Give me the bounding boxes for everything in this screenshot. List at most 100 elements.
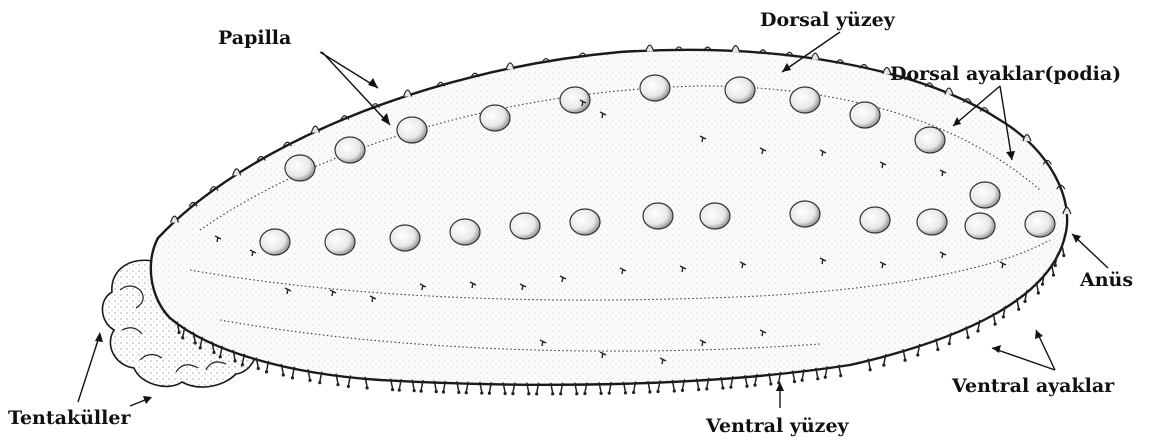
tube-foot-tip xyxy=(465,391,468,394)
tubercle xyxy=(965,213,995,239)
tube-foot-tip xyxy=(527,392,530,395)
tube-foot-tip xyxy=(398,389,401,392)
tubercle xyxy=(643,203,673,229)
tube-foot-tip xyxy=(559,392,562,395)
tubercle xyxy=(1025,211,1055,237)
label-ventral-feet: Ventral ayaklar xyxy=(951,375,1115,397)
tube-foot-tip xyxy=(583,392,586,395)
tube-foot-tip xyxy=(391,388,394,391)
tubercle xyxy=(970,182,1000,208)
tubercle xyxy=(285,155,315,181)
tube-foot-tip xyxy=(233,359,236,362)
tube-foot-tip xyxy=(282,373,285,376)
tube-foot xyxy=(1062,244,1064,254)
tube-foot-tip xyxy=(697,388,700,391)
tubercle xyxy=(850,102,880,128)
tube-foot-tip xyxy=(994,323,997,326)
papilla-mark xyxy=(311,126,319,133)
tubercle xyxy=(570,209,600,235)
tubercle xyxy=(450,219,480,245)
label-dorsal-surface: Dorsal yüzey xyxy=(760,9,896,31)
tube-foot-tip xyxy=(257,367,260,370)
tube-foot-tip xyxy=(194,341,197,344)
tube-foot-tip xyxy=(948,342,951,345)
label-anus: Anüs xyxy=(1079,269,1133,291)
tube-foot-tip xyxy=(1041,283,1044,286)
tube-foot-tip xyxy=(535,392,538,395)
tubercle xyxy=(917,209,947,235)
tube-foot-tip xyxy=(753,384,756,387)
tube-foot-tip xyxy=(1023,300,1026,303)
tube-foot-tip xyxy=(457,391,460,394)
pointer-tentacles xyxy=(78,334,100,402)
tube-foot-tip xyxy=(504,392,507,395)
tube-foot-tip xyxy=(966,336,969,339)
tube-foot-tip xyxy=(721,386,724,389)
tube-foot-tip xyxy=(599,392,602,395)
tube-foot-tip xyxy=(177,331,180,334)
tube-foot-tip xyxy=(705,387,708,390)
tubercle xyxy=(860,207,890,233)
tube-foot-tip xyxy=(793,380,796,383)
tubercle xyxy=(915,127,945,153)
papilla-mark xyxy=(506,63,514,70)
tube-foot-tip xyxy=(769,382,772,385)
tube-foot-tip xyxy=(488,392,491,395)
tubercle xyxy=(335,137,365,163)
tube-foot-tip xyxy=(435,390,438,393)
tube-foot-tip xyxy=(347,385,350,388)
tubercle xyxy=(390,225,420,251)
tube-foot-tip xyxy=(413,389,416,392)
tube-foot-tip xyxy=(1054,264,1057,267)
tube-foot-tip xyxy=(729,386,732,389)
tube-foot-tip xyxy=(801,379,804,382)
tubercle xyxy=(560,87,590,113)
tube-foot-tip xyxy=(318,381,321,384)
tube-foot-tip xyxy=(181,336,184,339)
tubercle xyxy=(640,75,670,101)
tube-foot-tip xyxy=(1052,273,1055,276)
tube-foot-tip xyxy=(624,391,627,394)
papilla-mark xyxy=(732,46,740,53)
tube-foot-tip xyxy=(265,370,268,373)
tube-foot-tip xyxy=(1062,254,1065,257)
tube-foot-tip xyxy=(442,390,445,393)
papilla-mark xyxy=(233,169,241,176)
tubercle xyxy=(480,105,510,131)
tube-foot-tip xyxy=(551,392,554,395)
tube-foot-tip xyxy=(608,392,611,395)
papilla-mark xyxy=(945,88,953,95)
tube-foot-tip xyxy=(336,383,339,386)
tubercle xyxy=(790,87,820,113)
tube-foot-tip xyxy=(212,351,215,354)
tube-foot-tip xyxy=(199,346,202,349)
tube-foot-tip xyxy=(824,376,827,379)
papilla-mark xyxy=(1023,135,1031,142)
tube-foot-tip xyxy=(219,355,222,358)
label-tentacles: Tentaküller xyxy=(8,407,131,429)
tube-foot-tip xyxy=(241,363,244,366)
tube-foot-tip xyxy=(745,385,748,388)
tube-foot-tip xyxy=(365,386,368,389)
tubercle xyxy=(790,201,820,227)
tube-foot-tip xyxy=(869,368,872,371)
pointer-papilla-1 xyxy=(320,52,378,88)
label-papilla: Papilla xyxy=(218,27,291,49)
tube-foot-tip xyxy=(1037,291,1040,294)
tube-foot-tip xyxy=(816,377,819,380)
papilla-mark xyxy=(404,90,412,97)
tube-foot-tip xyxy=(916,353,919,356)
tube-foot-tip xyxy=(420,390,423,393)
tube-foot-tip xyxy=(308,379,311,382)
tubercle xyxy=(510,213,540,239)
tubercle xyxy=(260,229,290,255)
tube-foot-tip xyxy=(480,391,483,394)
tube-foot-tip xyxy=(673,389,676,392)
tube-foot-tip xyxy=(511,392,514,395)
tube-foot-tip xyxy=(632,391,635,394)
tube-foot-tip xyxy=(1002,315,1005,318)
tubercle xyxy=(397,117,427,143)
tube-foot-tip xyxy=(575,392,578,395)
tubercle xyxy=(325,229,355,255)
